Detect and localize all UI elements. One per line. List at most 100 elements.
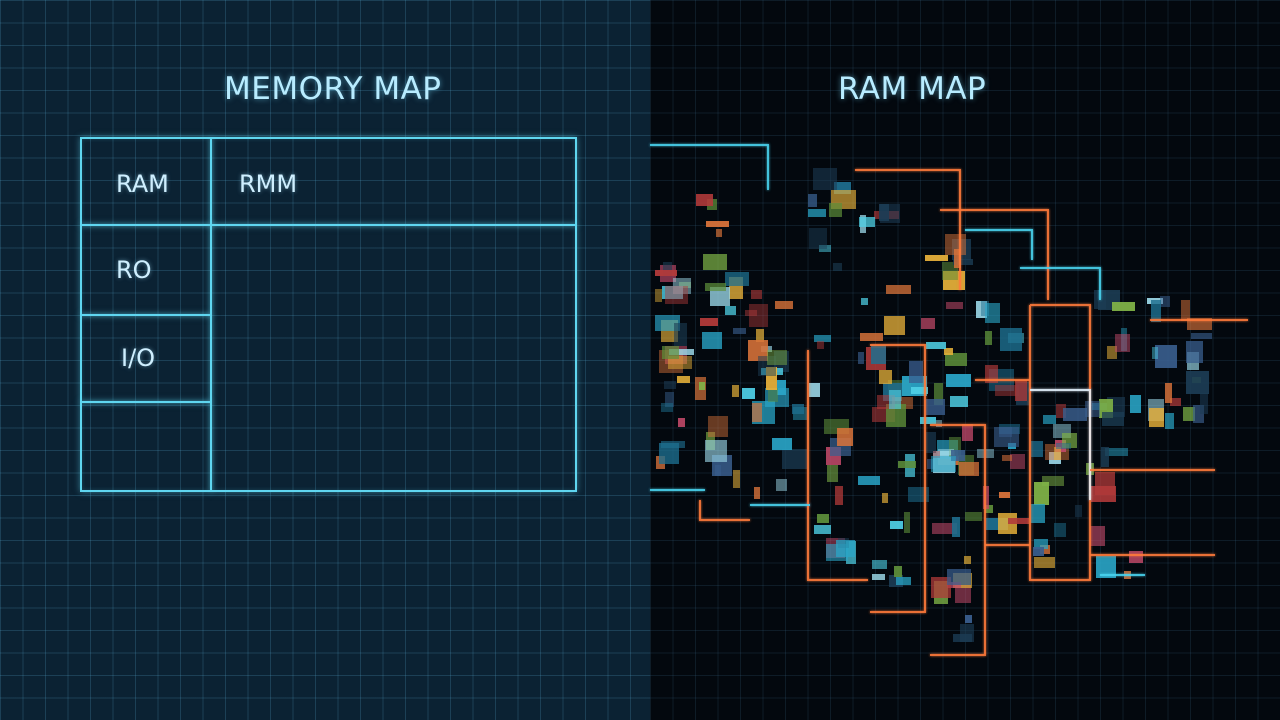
memory-block [742,388,755,399]
memory-block [756,329,764,342]
circuit-trace [1029,304,1091,581]
memory-block [1034,539,1048,549]
memory-block [920,417,936,424]
ram-map-title: RAM MAP [838,71,987,107]
memory-block [938,449,954,455]
memory-block [814,525,831,534]
memory-block [999,492,1010,498]
memory-block [776,479,787,491]
memory-block [911,387,928,394]
memory-block [733,470,740,488]
memory-block [705,283,726,291]
memory-block [1054,447,1061,460]
memory-block [1186,341,1203,363]
memory-block [775,301,793,309]
memory-block [1031,441,1043,457]
memory-block [808,194,817,207]
memory-block [663,262,672,276]
memory-block [715,465,721,476]
memory-block [889,390,901,409]
memory-block [909,361,923,383]
memory-block [1034,557,1055,568]
memory-block [1193,405,1204,423]
memory-block [1085,401,1100,417]
memory-block [748,340,768,361]
memory-block [934,383,943,405]
memory-block [772,438,792,450]
memory-block [702,332,722,349]
memory-block [955,585,971,603]
memory-block [725,272,749,286]
memory-region-area [210,224,577,492]
memory-block [705,440,727,462]
memory-block [994,427,1019,447]
memory-block [1034,482,1049,505]
memory-block [950,396,968,407]
memory-block [953,259,973,265]
memory-block [758,356,776,376]
memory-block [894,566,902,577]
memory-block [725,306,736,315]
memory-block [664,381,676,389]
row-label-ro: RO [116,256,152,284]
memory-block [926,399,945,415]
memory-block [1030,504,1045,523]
memory-block [908,487,929,502]
memory-block [945,353,967,366]
memory-block [1054,523,1066,537]
memory-block [716,229,722,237]
memory-block [931,577,951,598]
memory-block [995,385,1019,396]
circuit-trace [940,209,1049,300]
memory-block [1096,556,1116,578]
memory-block [768,388,778,402]
memory-block [706,221,729,227]
memory-block [669,349,694,355]
memory-block [774,351,789,372]
memory-block [926,342,946,349]
memory-block [959,462,979,476]
memory-block [665,392,674,407]
memory-block [833,263,842,271]
circuit-trace [699,500,750,521]
circuit-trace [650,144,769,190]
memory-block [665,286,688,304]
memory-block [1056,404,1066,418]
memory-block [1181,300,1190,321]
memory-block [836,540,855,557]
memory-block [932,523,957,534]
memory-block [708,416,728,437]
memory-block [882,493,888,503]
memory-block [792,404,804,414]
memory-block [861,298,868,305]
circuit-trace [930,424,986,656]
memory-block [879,204,889,221]
memory-block [754,487,760,499]
memory-block [1008,518,1029,524]
memory-block [782,449,807,469]
memory-block [662,346,679,359]
memory-block [809,383,820,397]
memory-block [835,486,843,505]
memory-block [752,403,762,422]
memory-block [1002,455,1012,461]
memory-map-panel [0,0,650,720]
memory-block [1042,476,1064,486]
memory-block [871,345,886,364]
memory-block [962,424,973,441]
row-value-ram: RMM [239,170,298,198]
memory-block [1015,380,1027,401]
memory-block [926,432,936,453]
memory-map-title: MEMORY MAP [224,71,442,107]
memory-block [985,331,992,345]
memory-block [872,574,885,580]
memory-block [733,328,746,334]
memory-block [964,556,971,564]
memory-block [1043,415,1056,424]
memory-block [749,304,768,327]
memory-block [751,290,762,299]
memory-block [985,365,998,383]
memory-block [896,577,911,585]
memory-block [809,228,827,249]
memory-block [859,217,875,227]
